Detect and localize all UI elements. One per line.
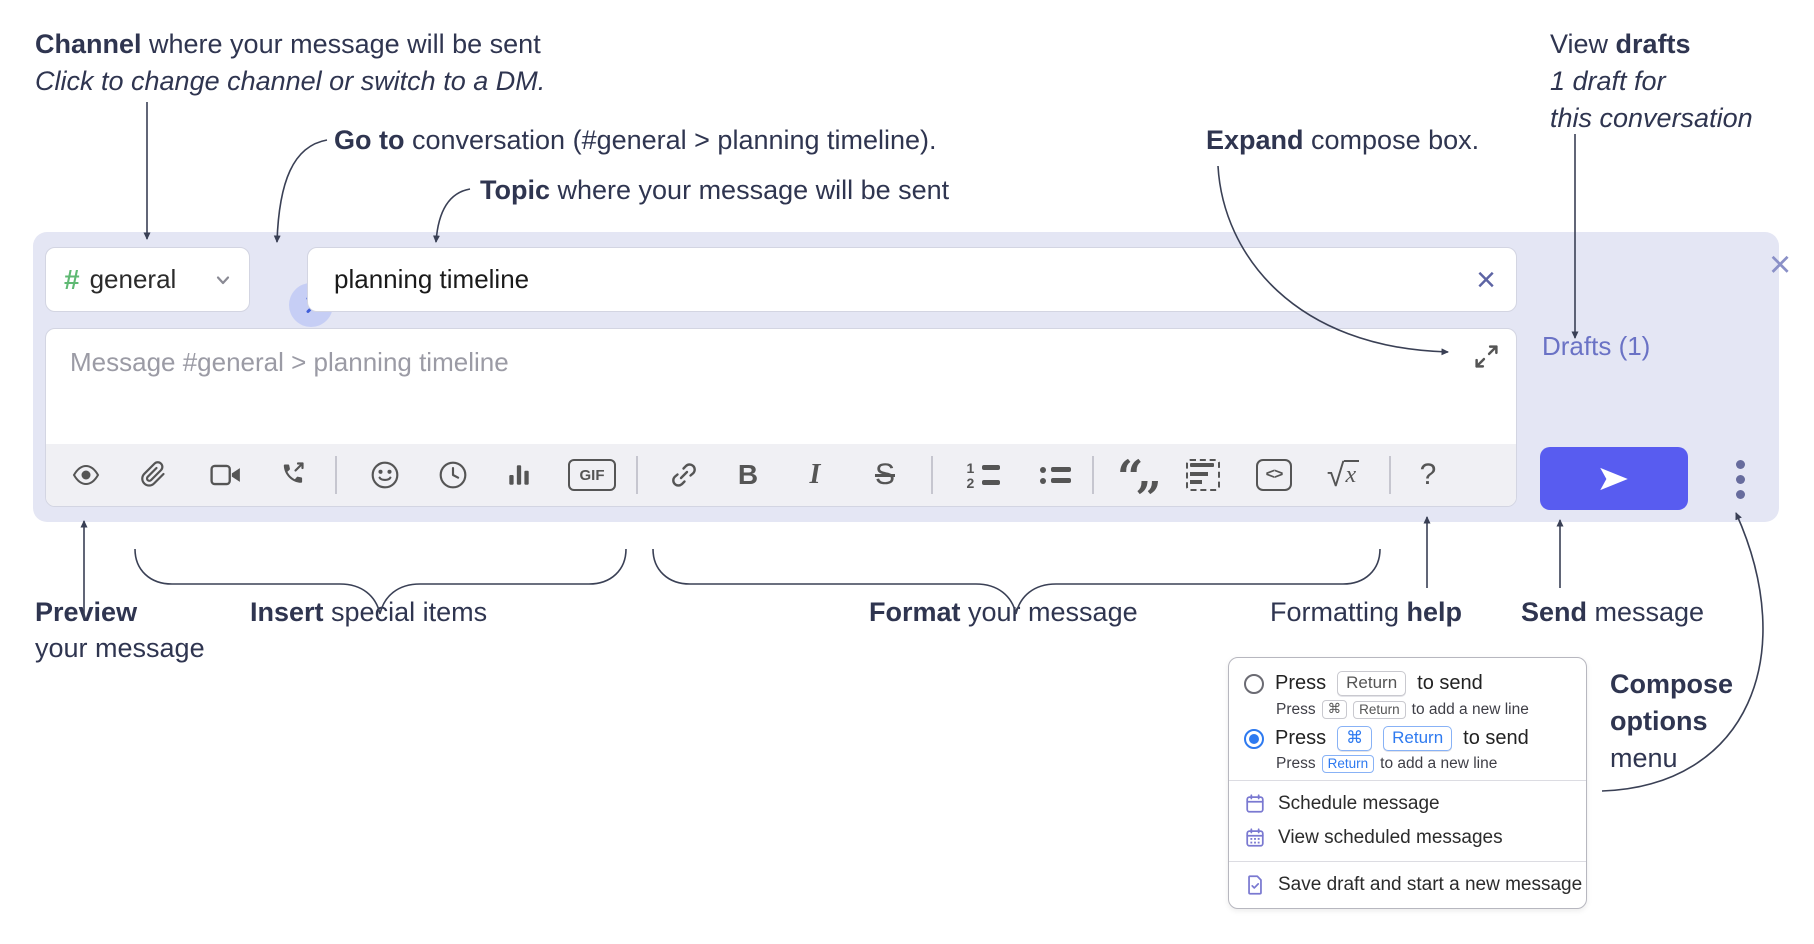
video-call-icon[interactable] [204, 444, 248, 506]
radio-unselected[interactable] [1244, 673, 1264, 694]
annotation-formatting-help: Formatting help [1270, 597, 1463, 627]
send-option-cmd-return[interactable]: Press ⌘ Return to send [1244, 726, 1571, 751]
annotation-topic: Topic where your message will be sent [480, 175, 950, 205]
close-compose-icon[interactable]: × [1769, 244, 1792, 286]
chevron-down-icon [216, 275, 230, 284]
message-textarea[interactable]: Message #general > planning timeline [45, 328, 1517, 507]
annotation-compose-options: Compose options menu [1610, 669, 1734, 773]
quote-icon[interactable]: “„ [1117, 445, 1163, 504]
compose-toolbar: GIF B I S 1 2 [46, 444, 1516, 506]
toolbar-separator [931, 456, 933, 494]
save-draft-icon [1248, 875, 1262, 895]
compose-options-menu: Press Return to send Press ⌘ Return to a… [1228, 657, 1587, 909]
preview-eye-icon[interactable] [64, 444, 108, 506]
formatting-help-icon[interactable]: ? [1419, 458, 1437, 491]
annotation-insert: Insert special items [250, 597, 488, 627]
radio-selected[interactable] [1244, 728, 1264, 749]
bold-icon[interactable]: B [737, 459, 759, 490]
annotation-channel-sub: Click to change channel or switch to a D… [35, 66, 546, 96]
menu-item-schedule-message[interactable]: Schedule message [1244, 787, 1571, 821]
topic-value: planning timeline [334, 264, 530, 294]
menu-item-view-scheduled[interactable]: View scheduled messages [1244, 821, 1571, 855]
annotation-view-drafts: View drafts 1 draft for this conversatio… [1550, 29, 1753, 133]
toolbar-separator [1092, 456, 1094, 494]
send-button[interactable] [1540, 447, 1688, 510]
menu-divider [1229, 861, 1586, 862]
topic-input[interactable]: planning timeline × [307, 247, 1517, 312]
send-option-return-sub: Press ⌘ Return to add a new line [1276, 700, 1529, 719]
annotation-goto: Go to conversation (#general > planning … [334, 125, 937, 155]
annotation-channel-bold: Channel [35, 29, 142, 59]
arrow-goto [273, 139, 328, 243]
menu-item-save-draft[interactable]: Save draft and start a new message [1244, 868, 1582, 898]
compose-options-ellipsis-icon[interactable] [1718, 459, 1762, 499]
message-placeholder: Message #general > planning timeline [70, 347, 509, 377]
channel-name: general [89, 264, 177, 294]
compose-box: # general planning timeline × × Message … [33, 232, 1791, 522]
link-icon[interactable] [662, 444, 706, 506]
annotation-channel-rest: where your message will be sent [141, 29, 541, 59]
annotation-expand: Expand compose box. [1206, 125, 1480, 155]
send-icon [1600, 467, 1628, 490]
kbd-return: Return [1321, 755, 1375, 773]
code-icon[interactable]: <> [1252, 444, 1296, 506]
attach-paperclip-icon[interactable] [132, 444, 176, 506]
toolbar-separator [636, 456, 638, 494]
menu-divider [1229, 780, 1586, 781]
kbd-return: Return [1337, 671, 1407, 696]
poll-chart-icon[interactable] [497, 444, 541, 506]
annotation-send: Send message [1521, 597, 1705, 627]
kbd-cmd: ⌘ [1337, 726, 1373, 751]
send-option-cmd-return-sub: Press Return to add a new line [1276, 755, 1498, 773]
drafts-link[interactable]: Drafts (1) [1542, 331, 1651, 361]
kbd-cmd: ⌘ [1321, 700, 1348, 719]
annotation-preview: Preview your message [35, 597, 205, 663]
toolbar-separator [1389, 456, 1391, 494]
calendar-days-icon [1246, 828, 1264, 847]
bulleted-list-icon[interactable] [1033, 444, 1077, 506]
numbered-list-icon[interactable]: 1 2 [961, 444, 1005, 506]
toolbar-separator [335, 456, 337, 494]
global-time-icon[interactable] [431, 444, 475, 506]
annotation-channel: Channel where your message will be sent … [35, 26, 545, 100]
send-option-return[interactable]: Press Return to send [1244, 671, 1571, 696]
channel-hash-icon: # [64, 263, 80, 295]
kbd-return: Return [1383, 726, 1453, 751]
voice-call-icon[interactable] [271, 444, 315, 506]
clear-topic-icon[interactable]: × [1476, 260, 1496, 299]
math-icon[interactable]: √x [1321, 444, 1365, 506]
expand-compose-icon[interactable] [1473, 343, 1500, 370]
spoiler-icon[interactable] [1181, 444, 1225, 506]
calendar-icon [1246, 794, 1264, 813]
emoji-icon[interactable] [363, 444, 407, 506]
annotation-format: Format your message [869, 597, 1138, 627]
strikethrough-icon[interactable]: S [874, 458, 895, 491]
kbd-return: Return [1353, 700, 1406, 719]
channel-selector[interactable]: # general [45, 247, 250, 312]
italic-icon[interactable]: I [809, 459, 821, 490]
gif-icon[interactable]: GIF [568, 444, 616, 506]
